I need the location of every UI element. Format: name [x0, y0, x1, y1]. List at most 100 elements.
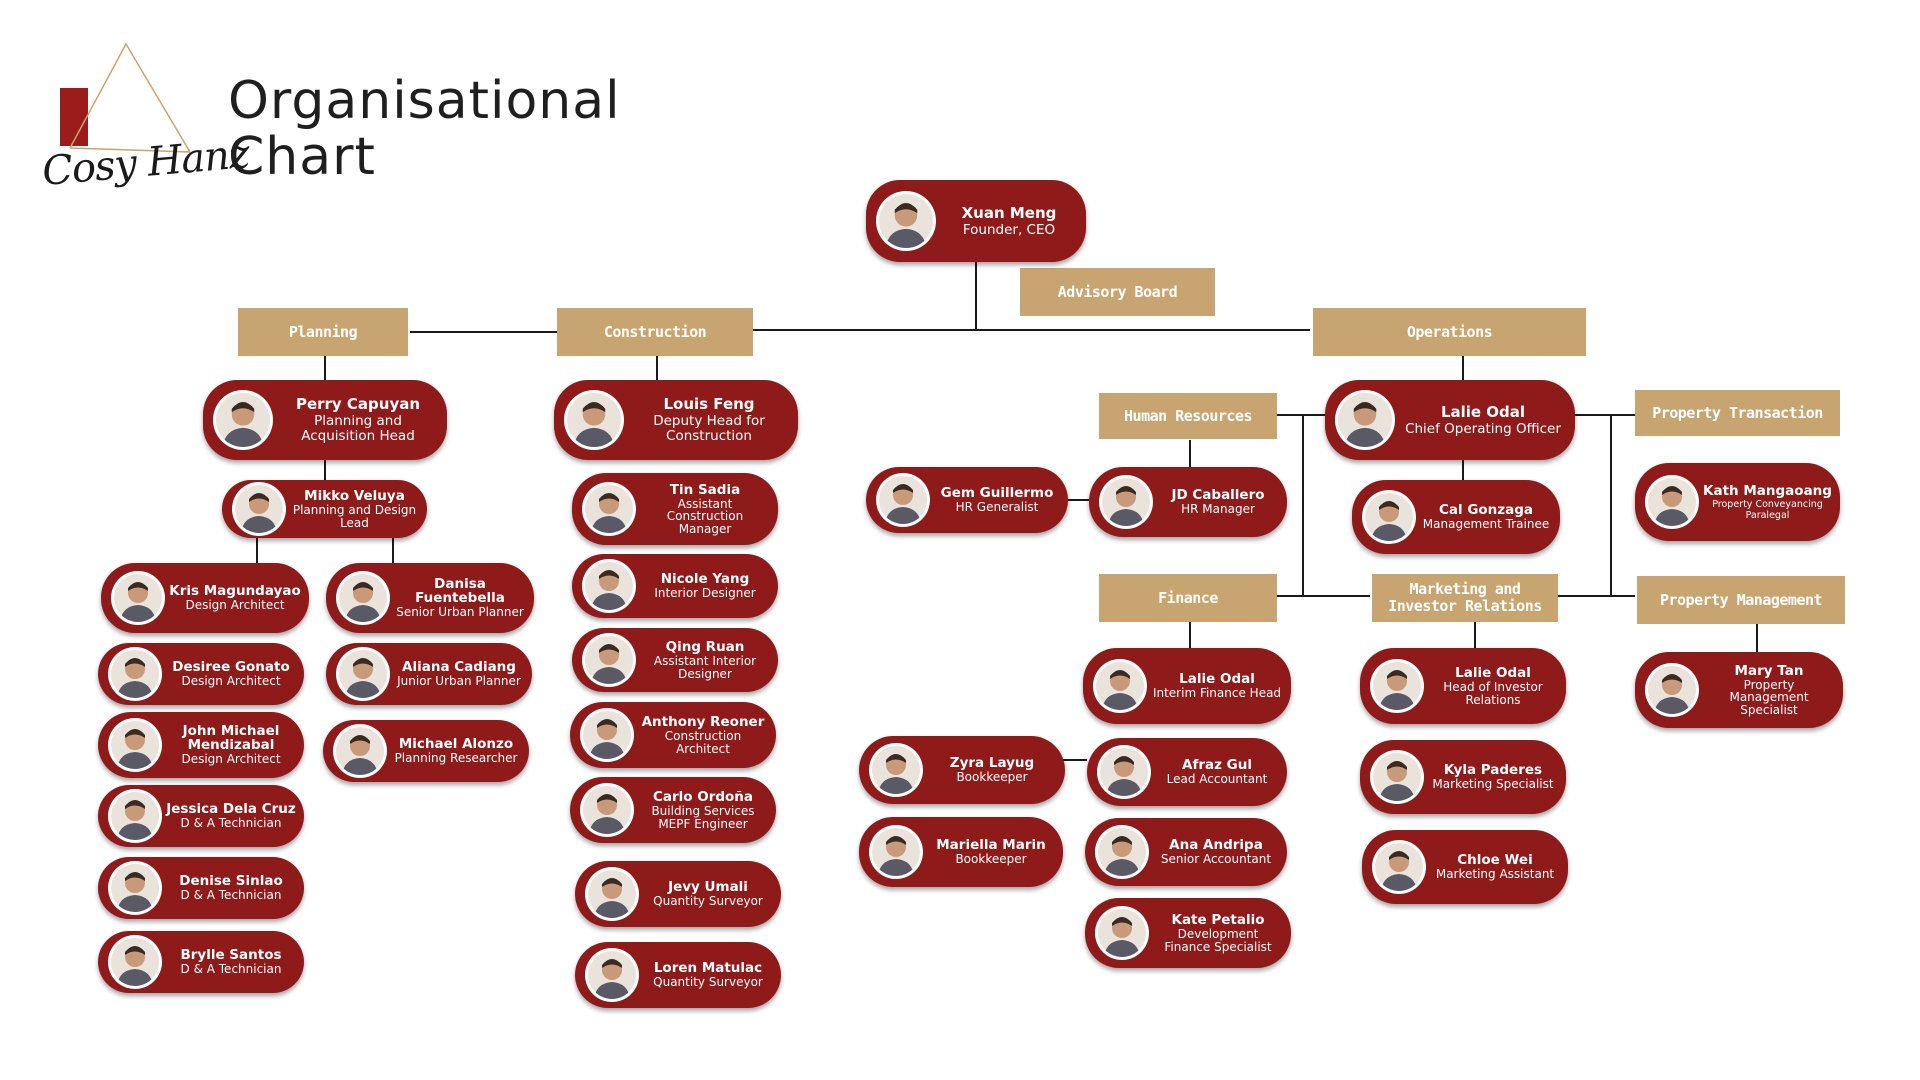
- person-name: JD Caballero: [1171, 487, 1265, 504]
- person-name: Michael Alonzo: [398, 736, 514, 753]
- person-name: Qing Ruan: [665, 639, 745, 655]
- avatar: [585, 867, 639, 921]
- person-role: Property Management Specialist: [1729, 677, 1809, 717]
- avatar-photo-icon: [1098, 828, 1146, 876]
- person-name: Brylle Santos: [180, 947, 282, 964]
- avatar: [111, 571, 165, 625]
- person-role: Lead Accountant: [1166, 772, 1268, 787]
- avatar: [1362, 490, 1416, 544]
- person-role: Design Architect: [181, 674, 281, 689]
- avatar: [876, 191, 936, 251]
- person-name: Kyla Paderes: [1443, 762, 1543, 779]
- avatar-photo-icon: [1338, 393, 1392, 447]
- person-name: Zyra Layug: [949, 755, 1035, 772]
- person-role: Planning and Acquisition Head: [301, 413, 415, 444]
- avatar: [108, 789, 162, 843]
- avatar: [213, 390, 273, 450]
- person-name: Nicole Yang: [660, 571, 750, 588]
- person-role: Head of Investor Relations: [1443, 680, 1543, 707]
- person-name: Perry Capuyan: [295, 395, 421, 413]
- avatar: [1097, 745, 1151, 799]
- person-name: Gem Guillermo: [940, 485, 1054, 502]
- person-name: Jevy Umali: [668, 879, 748, 896]
- person-role: Design Architect: [185, 598, 285, 613]
- avatar: [1095, 906, 1149, 960]
- person-role: Property Conveyancing Paralegal: [1712, 498, 1823, 521]
- avatar-photo-icon: [111, 938, 159, 986]
- person-role: D & A Technician: [180, 816, 282, 831]
- dept-construction: Construction: [557, 308, 753, 356]
- avatar-photo-icon: [1098, 909, 1146, 957]
- person-name: Louis Feng: [663, 395, 755, 413]
- dept-finance: Finance: [1099, 574, 1277, 622]
- avatar-photo-icon: [1375, 843, 1423, 891]
- person-role: HR Generalist: [955, 500, 1039, 515]
- person-name: Mariella Marin: [936, 837, 1046, 854]
- avatar-photo-icon: [114, 574, 162, 622]
- dept-property-management: Property Management: [1637, 576, 1845, 624]
- person-name: Mary Tan: [1734, 662, 1804, 679]
- person-name: Mikko Veluya: [304, 488, 405, 504]
- avatar-photo-icon: [588, 870, 636, 918]
- avatar: [1099, 475, 1153, 529]
- person-name: Carlo Ordoña: [652, 789, 754, 805]
- avatar-photo-icon: [216, 393, 270, 447]
- person-role: Quantity Surveyor: [653, 894, 763, 909]
- avatar-photo-icon: [339, 574, 387, 622]
- avatar: [582, 482, 636, 536]
- avatar: [108, 861, 162, 915]
- person-role: Founder, CEO: [962, 221, 1056, 238]
- avatar-photo-icon: [583, 711, 631, 759]
- avatar-photo-icon: [1100, 748, 1148, 796]
- person-role: Assistant Construction Manager: [666, 496, 744, 536]
- avatar-photo-icon: [111, 864, 159, 912]
- avatar-photo-icon: [585, 562, 633, 610]
- avatar: [580, 708, 634, 762]
- dept-operations: Operations: [1313, 308, 1586, 356]
- person-name: Aliana Cadiang: [402, 659, 516, 676]
- avatar: [108, 935, 162, 989]
- avatar-photo-icon: [879, 476, 927, 524]
- avatar: [582, 559, 636, 613]
- person-name: Cal Gonzaga: [1438, 502, 1534, 519]
- dept-human-resources: Human Resources: [1099, 393, 1277, 439]
- avatar: [869, 825, 923, 879]
- person-name: Kris Magundayao: [169, 583, 301, 600]
